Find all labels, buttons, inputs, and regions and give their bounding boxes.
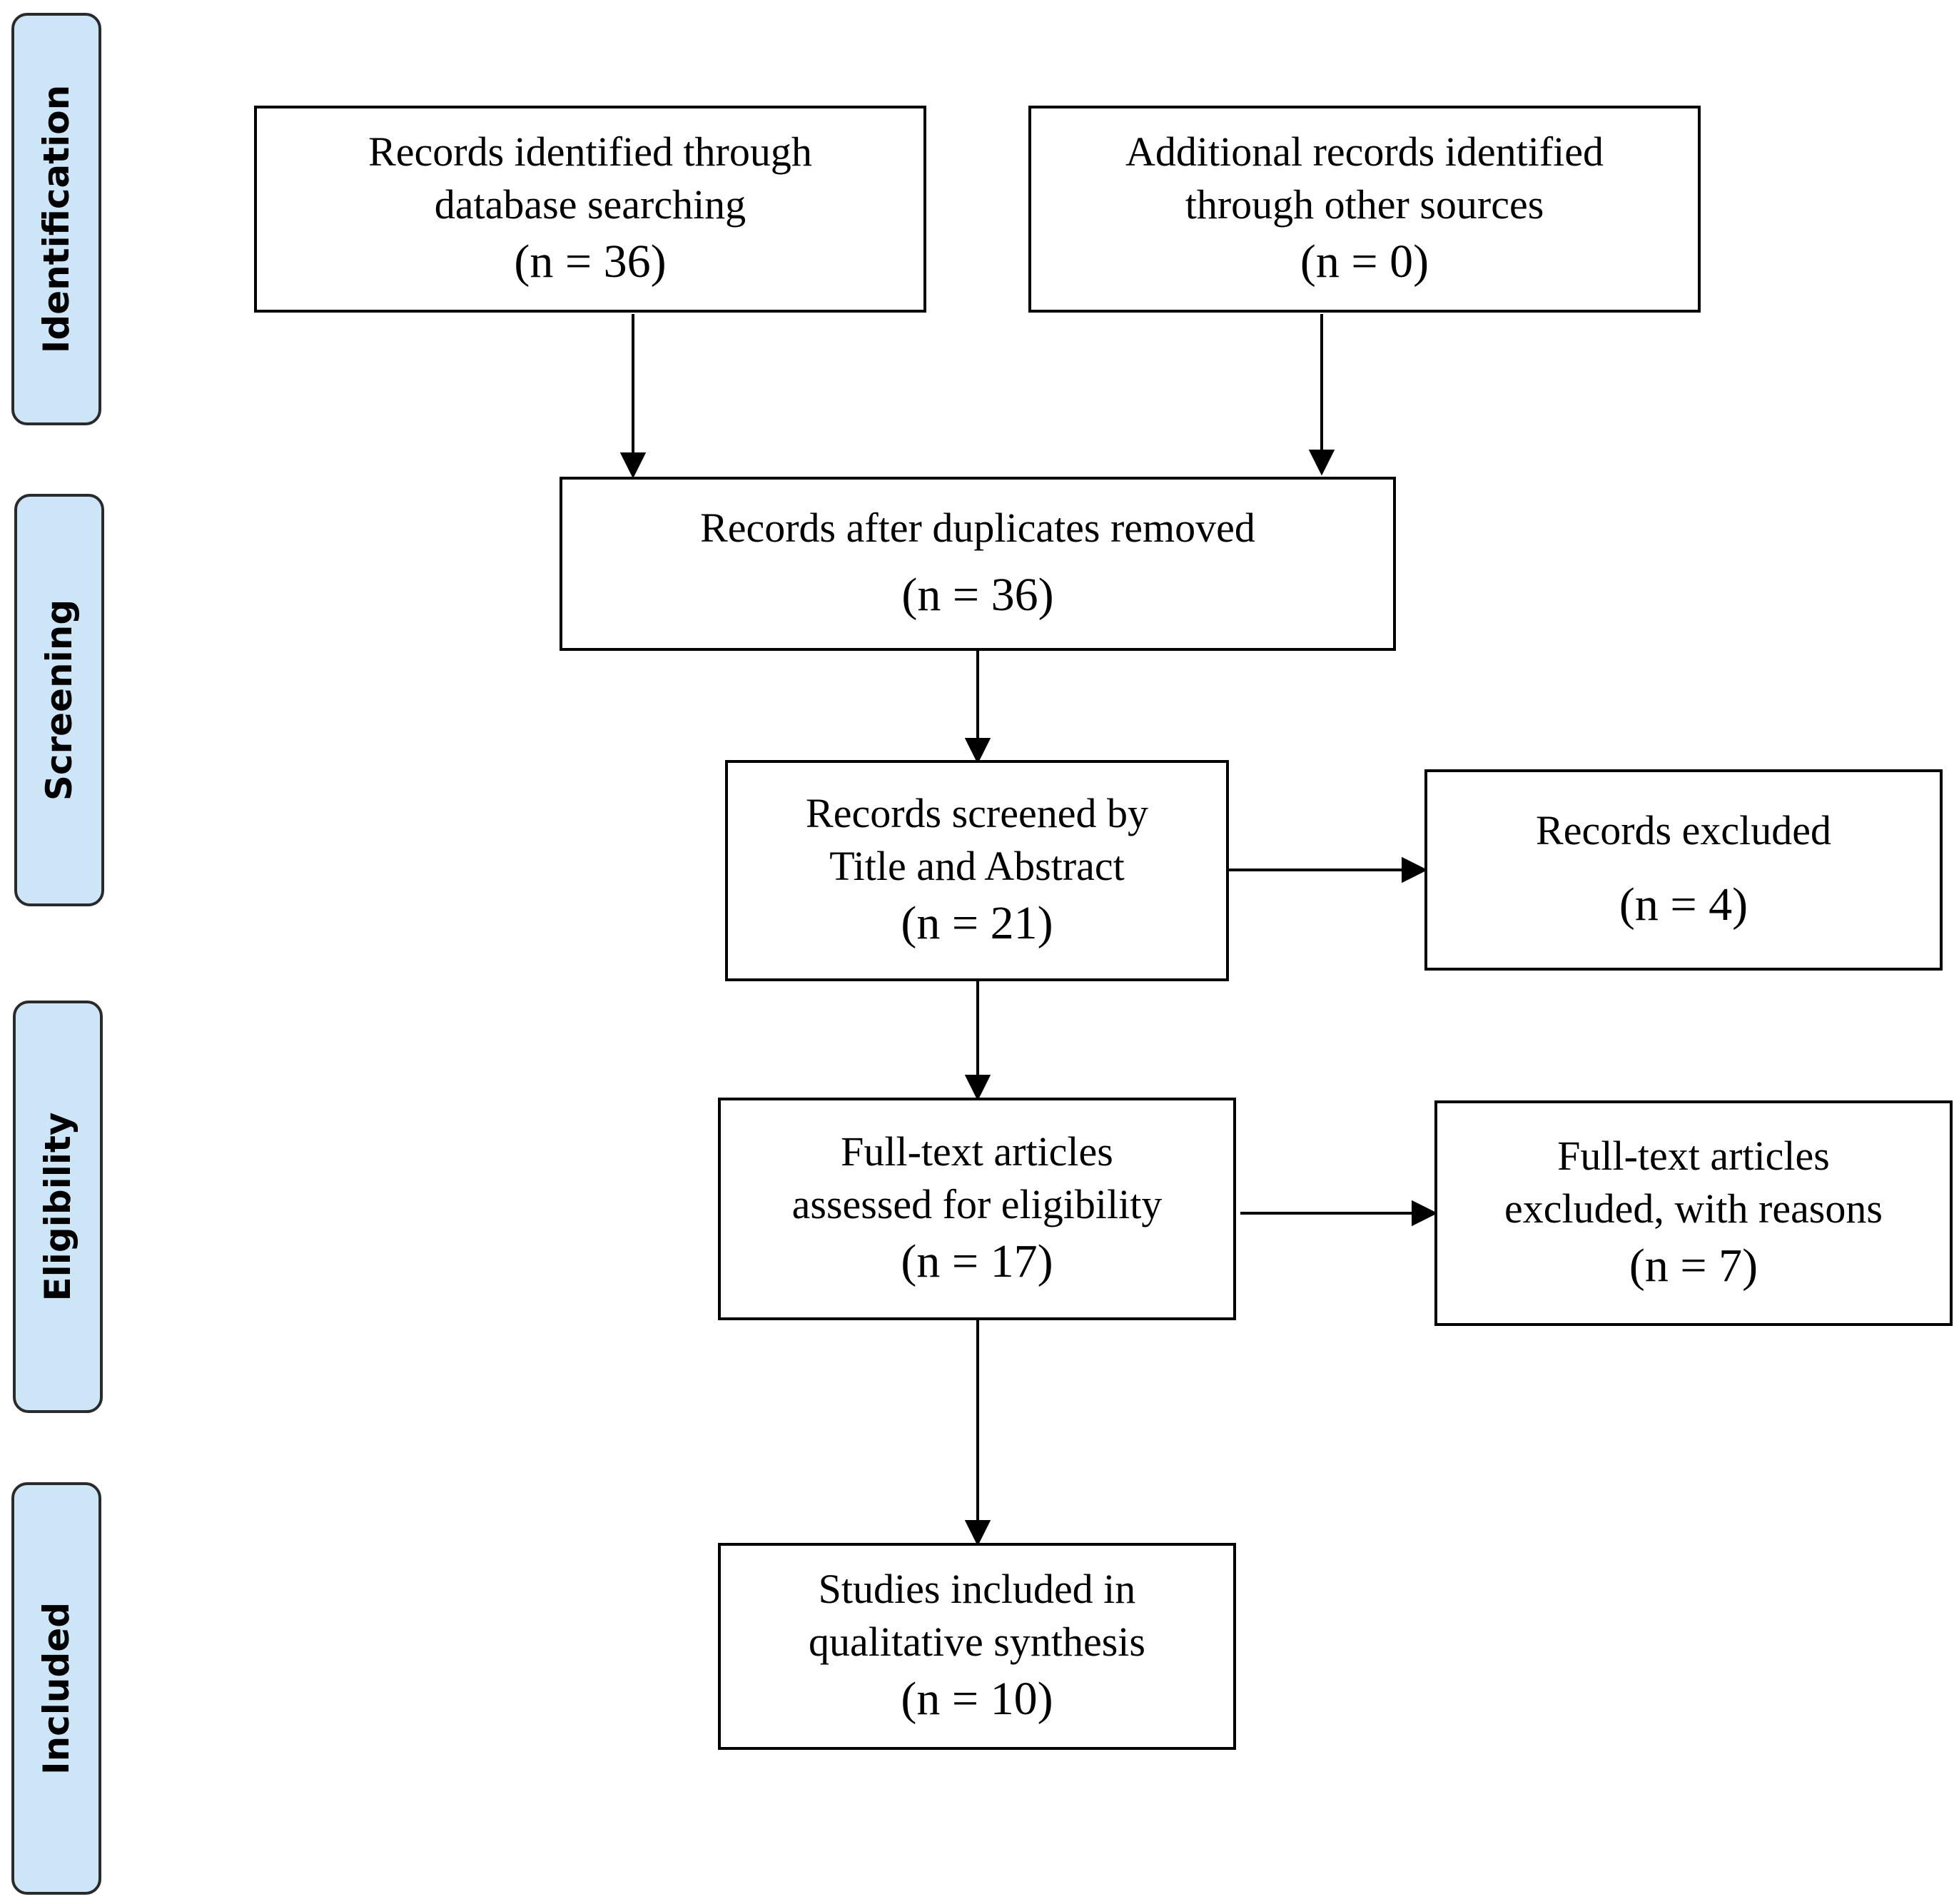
box-included-studies-line1: Studies included in [818,1566,1136,1612]
box-fulltext-excluded-count: (n = 7) [1629,1240,1758,1292]
box-records-excluded: Records excluded (n = 4) [1424,769,1943,971]
box-screened-line2: Title and Abstract [829,843,1125,889]
arrowhead-fulltext-to-included [964,1520,991,1546]
arrowhead-database-to-duplicates [619,452,647,479]
box-fulltext-excluded: Full-text articles excluded, with reason… [1434,1100,1953,1326]
box-database-search-line1: Records identified through [368,128,812,175]
box-fulltext-assessed-line2: assessed for eligibility [791,1181,1163,1227]
box-fulltext-excluded-line2: excluded, with reasons [1504,1185,1883,1232]
box-screened: Records screened by Title and Abstract (… [725,760,1229,981]
box-database-search-count: (n = 36) [514,236,667,288]
arrowhead-fulltext-to-excluded [1412,1200,1438,1227]
box-fulltext-assessed-line1: Full-text articles [841,1128,1113,1175]
box-screened-line1: Records screened by [806,790,1148,836]
box-included-studies: Studies included in qualitative synthesi… [718,1543,1236,1750]
box-fulltext-assessed-count: (n = 17) [901,1235,1053,1287]
box-fulltext-excluded-line1: Full-text articles [1557,1133,1830,1179]
arrowhead-screened-to-excluded [1402,856,1428,883]
box-included-studies-count: (n = 10) [901,1673,1053,1725]
stage-identification: Identification [11,13,101,425]
arrowhead-duplicates-to-screened [964,738,991,764]
box-other-sources-line1: Additional records identified [1125,128,1604,175]
box-duplicates-removed-count: (n = 36) [901,569,1054,621]
stage-screening: Screening [14,494,104,906]
arrowhead-other-to-duplicates [1308,450,1335,476]
box-other-sources-line2: through other sources [1185,181,1544,228]
box-database-search: Records identified through database sear… [254,106,926,313]
box-fulltext-assessed: Full-text articles assessed for eligibil… [718,1098,1236,1320]
box-duplicates-removed-line1: Records after duplicates removed [700,505,1255,551]
arrowhead-screened-to-fulltext [964,1075,991,1101]
stage-eligibility: Eligibility [13,1001,103,1413]
box-database-search-line2: database searching [434,181,746,228]
box-duplicates-removed: Records after duplicates removed (n = 36… [560,477,1396,651]
stage-included: Included [11,1482,101,1895]
box-records-excluded-count: (n = 4) [1619,878,1748,931]
box-records-excluded-line1: Records excluded [1536,807,1831,854]
box-screened-count: (n = 21) [901,897,1053,949]
box-included-studies-line2: qualitative synthesis [809,1619,1145,1665]
box-other-sources-count: (n = 0) [1300,236,1429,288]
box-other-sources: Additional records identified through ot… [1028,106,1701,313]
